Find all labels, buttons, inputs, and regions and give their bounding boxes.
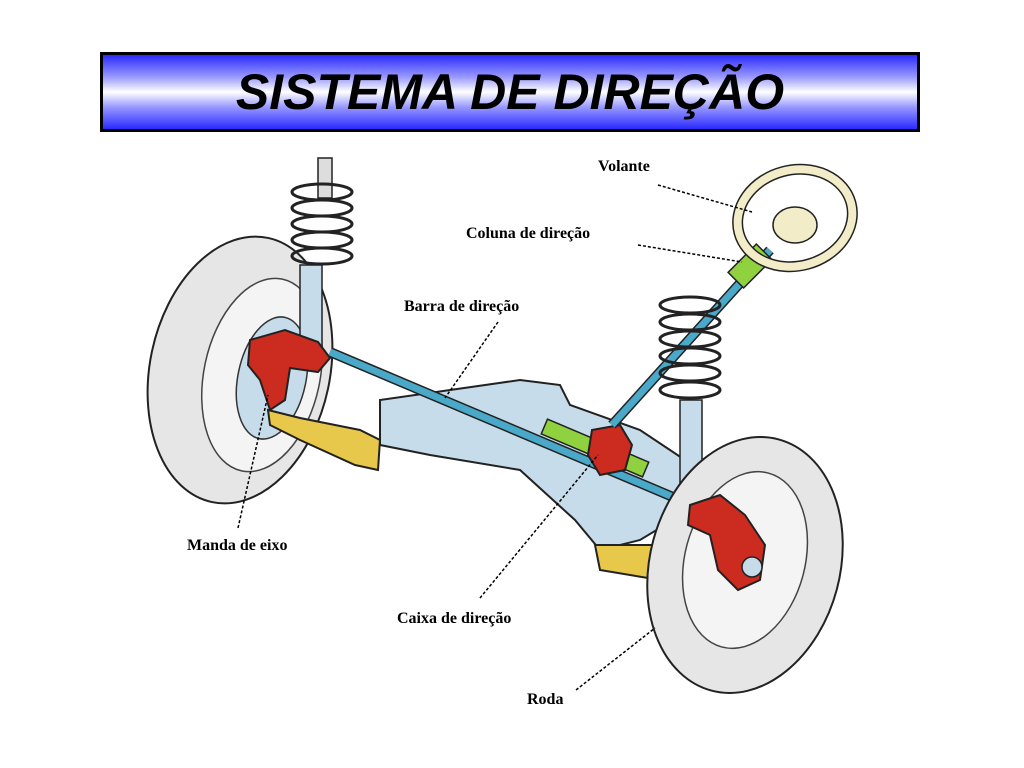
steering-box xyxy=(586,423,634,477)
subframe xyxy=(379,378,702,552)
label-manda: Manda de eixo xyxy=(187,537,288,554)
left-strut xyxy=(290,157,354,356)
left-control-arm xyxy=(266,408,382,472)
page-title: SISTEMA DE DIREÇÃO xyxy=(235,64,785,120)
steering-wheel xyxy=(732,163,858,273)
label-barra: Barra de direção xyxy=(404,298,520,315)
label-caixa: Caixa de direção xyxy=(397,610,512,627)
left-steering-knuckle xyxy=(246,328,332,412)
callout-lines xyxy=(237,184,753,691)
label-volante: Volante xyxy=(598,158,650,175)
title-banner: SISTEMA DE DIREÇÃO xyxy=(100,52,920,132)
label-coluna: Coluna de direção xyxy=(466,225,591,242)
label-roda: Roda xyxy=(527,691,564,708)
